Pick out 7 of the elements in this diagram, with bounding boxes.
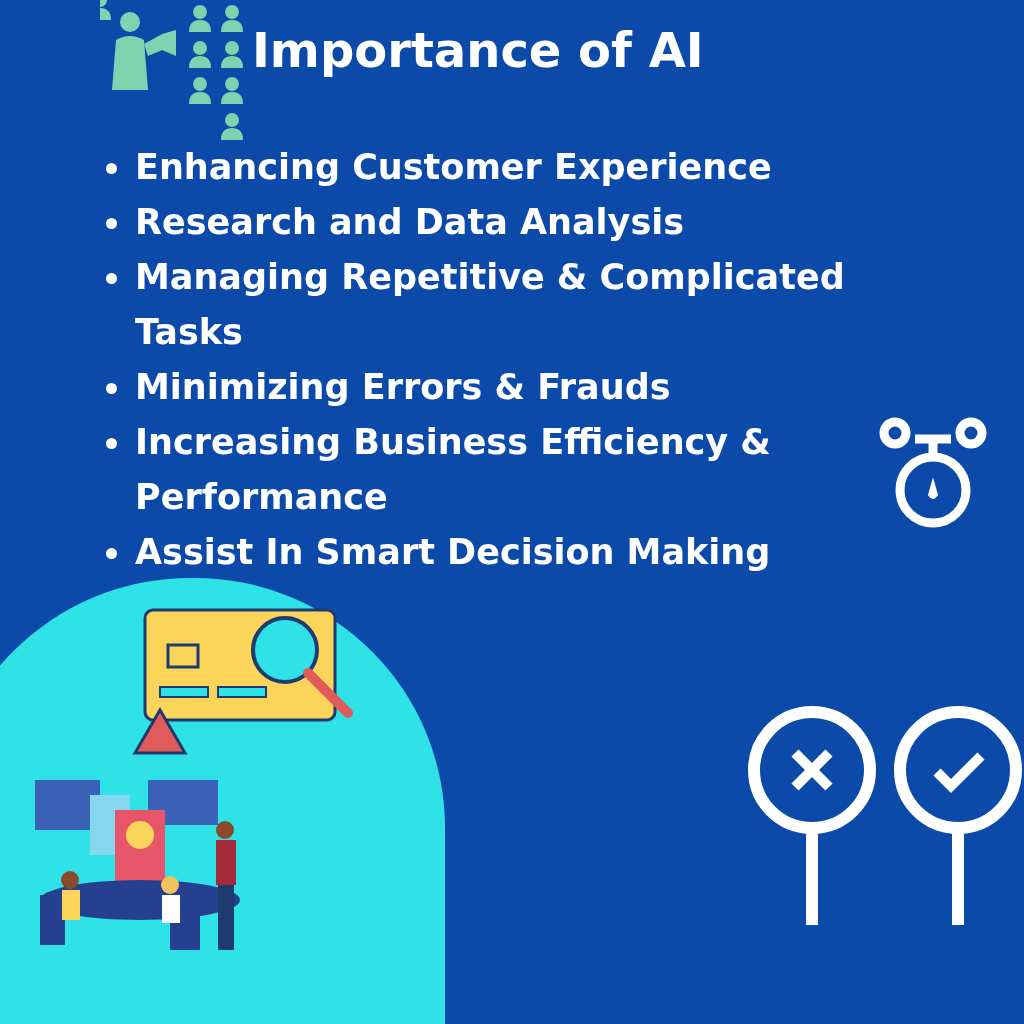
bullet-item: Increasing Business Efficiency & Performance: [135, 422, 771, 517]
bullet-item: Enhancing Customer Experience: [135, 147, 772, 187]
title: Importance of AI: [252, 22, 704, 78]
bullet-item: Assist In Smart Decision Making: [135, 532, 771, 572]
bullet-item: Research and Data Analysis: [135, 202, 685, 242]
bullet-item: Managing Repetitive & Complicated Tasks: [135, 257, 845, 352]
bullet-item: Minimizing Errors & Frauds: [135, 367, 671, 407]
